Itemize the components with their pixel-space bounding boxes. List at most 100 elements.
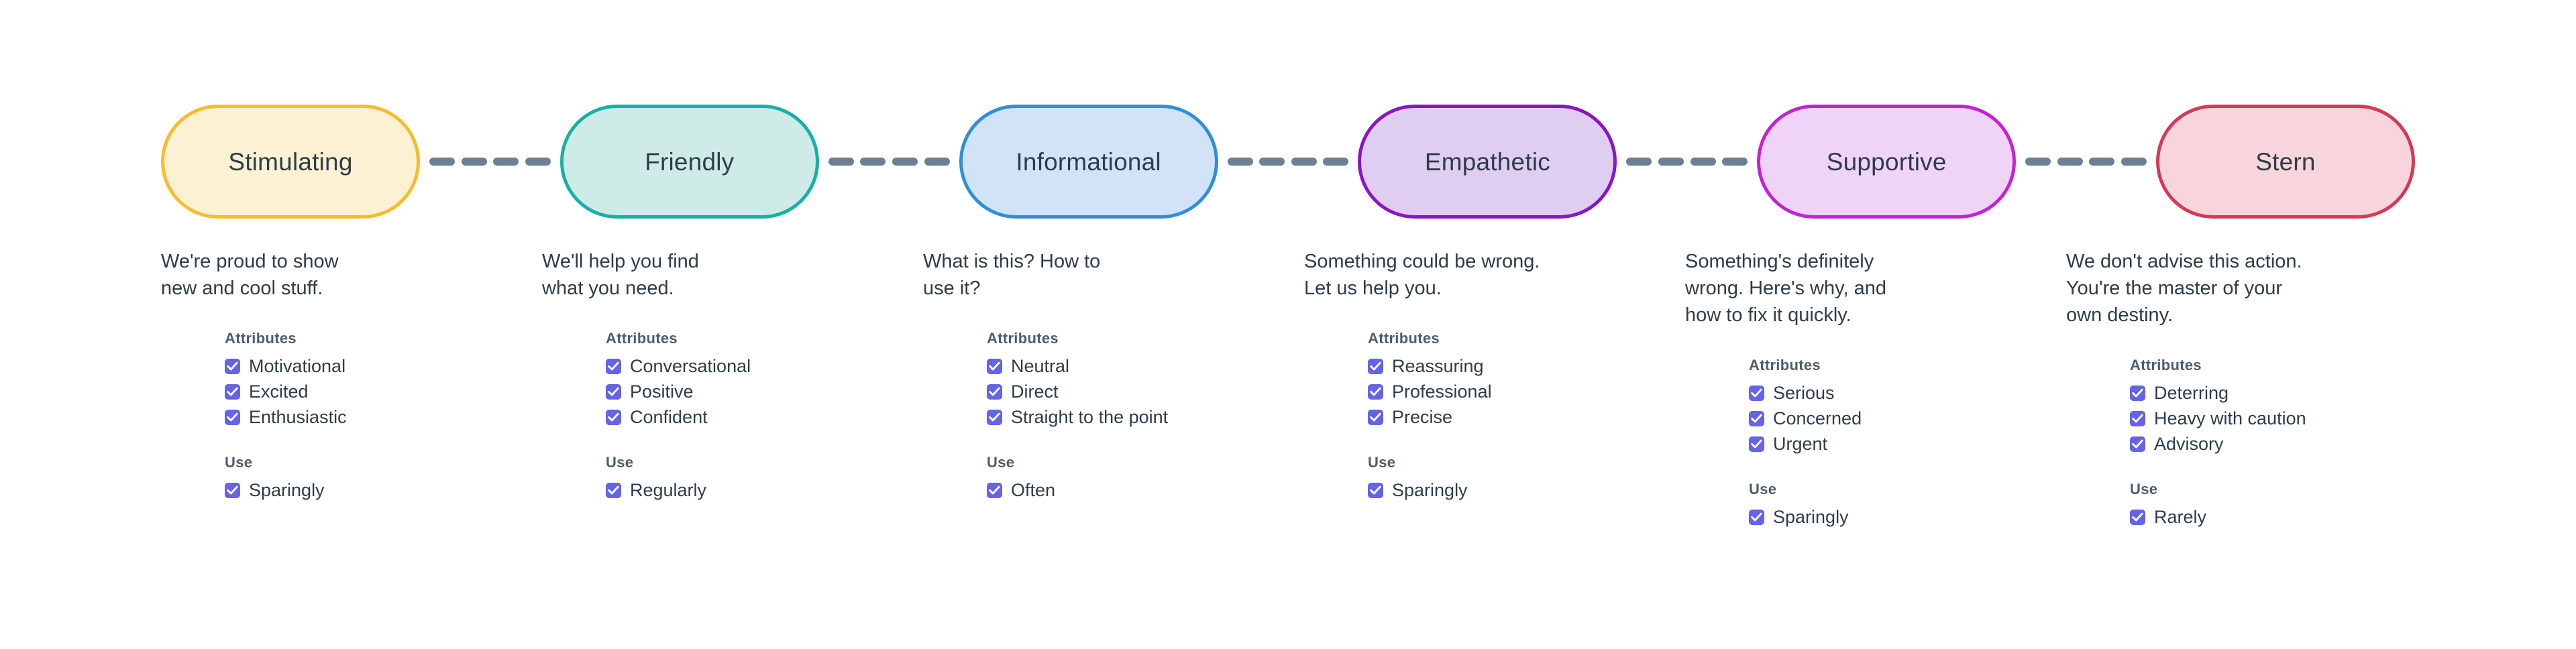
tone-pill-empathetic[interactable]: Empathetic [1358,105,1617,219]
checklist-item[interactable]: Excited [225,379,537,404]
checklist-item[interactable]: Regularly [606,477,918,503]
tone-pill-row: Stimulating Friendly Informational Empathet… [161,104,2415,219]
dash-segment [2121,158,2147,166]
checkmark-icon[interactable] [1749,509,1764,525]
checklist-item-label: Rarely [2154,506,2207,527]
checklist-item-label: Precise [1392,406,1453,427]
dash-segment [1722,158,1748,166]
checkmark-icon[interactable] [225,409,240,425]
checkmark-icon[interactable] [987,384,1002,400]
checklist-item[interactable]: Precise [1368,404,1680,430]
checkmark-icon[interactable] [1368,358,1383,374]
checkmark-icon[interactable] [1749,410,1764,426]
dash-segment [860,158,886,166]
checklist-item[interactable]: Direct [987,379,1299,404]
checklist-item-label: Advisory [2154,433,2224,454]
checklist-item[interactable]: Conversational [606,353,918,379]
checklist-item[interactable]: Straight to the point [987,404,1299,430]
checklist-heading-use: Use [1749,481,1777,497]
tone-pill-informational[interactable]: Informational [959,105,1218,219]
tone-pill-stimulating[interactable]: Stimulating [161,105,420,219]
checkmark-icon[interactable] [1368,384,1383,400]
checkmark-icon[interactable] [2130,436,2145,452]
checkmark-icon[interactable] [606,409,621,425]
checklist-item[interactable]: Positive [606,379,918,404]
checklist-item[interactable]: Concerned [1749,406,2061,431]
tone-pill-stern[interactable]: Stern [2155,105,2415,219]
checklist-item[interactable]: Advisory [2130,431,2442,457]
checklist-item-label: Deterring [2154,382,2229,403]
checklist-item[interactable]: Rarely [2130,504,2442,530]
checklist-item[interactable]: Serious [1749,380,2061,406]
tone-pill-supportive[interactable]: Supportive [1757,105,2017,219]
checklist-item[interactable]: Deterring [2130,380,2442,406]
checklist-item[interactable]: Professional [1368,379,1680,404]
tone-caption: We'll help you find what you need. [542,251,699,299]
tone-detail-columns: We're proud to show new and cool stuff.A… [0,248,2576,624]
tone-pill-label: Supportive [1826,148,1947,176]
checklist-item[interactable]: Sparingly [225,477,537,503]
checkmark-icon[interactable] [987,482,1002,498]
checkmark-icon[interactable] [987,358,1002,374]
checklist-item[interactable]: Sparingly [1749,504,2061,530]
checklist-item[interactable]: Reassuring [1368,353,1680,379]
dash-segment [2089,158,2115,166]
checkmark-icon[interactable] [2130,509,2145,525]
dash-segment [1323,158,1349,166]
checklist-item[interactable]: Often [987,477,1299,503]
checkmark-icon[interactable] [987,409,1002,425]
checklist-item[interactable]: Enthusiastic [225,404,537,430]
dash-segment [892,158,918,166]
checkmark-icon[interactable] [606,384,621,400]
checkmark-icon[interactable] [1368,482,1383,498]
dash-segment [828,158,854,166]
tone-pill-friendly[interactable]: Friendly [559,105,819,219]
checklist-heading-attributes: Attributes [987,330,1059,347]
checklist-item[interactable]: Urgent [1749,431,2061,457]
checklist-heading-use: Use [1368,454,1396,471]
dash-segment [1227,158,1253,166]
checkmark-icon[interactable] [2130,410,2145,426]
checkmark-icon[interactable] [606,482,621,498]
checkmark-icon[interactable] [606,358,621,374]
dashed-line-icon [828,158,950,166]
dashed-line-icon [2025,158,2147,166]
checklist-item[interactable]: Heavy with caution [2130,406,2442,431]
checklist-item[interactable]: Motivational [225,353,537,379]
checkmark-icon[interactable] [1749,385,1764,401]
dash-segment [2057,158,2083,166]
checkmark-icon[interactable] [1368,409,1383,425]
tone-column-friendly: We'll help you find what you need.Attrib… [542,248,918,503]
checklist-item[interactable]: Neutral [987,353,1299,379]
checkmark-icon[interactable] [2130,385,2145,401]
checklist-item[interactable]: Sparingly [1368,477,1680,503]
tone-caption: Something could be wrong. Let us help yo… [1304,251,1540,299]
checklist-item-label: Neutral [1011,355,1070,376]
dash-segment [924,158,950,166]
checklist-item[interactable]: Confident [606,404,918,430]
tone-column-stimulating: We're proud to show new and cool stuff.A… [161,248,537,503]
tone-pill-label: Stern [2255,148,2316,176]
checklist-heading-use: Use [987,454,1015,471]
checklist-heading-attributes: Attributes [2130,357,2202,373]
checkmark-icon[interactable] [1749,436,1764,452]
tone-column-supportive: Something's definitely wrong. Here's why… [1685,248,2061,530]
dash-segment [1626,158,1652,166]
checklist-item-label: Heavy with caution [2154,408,2306,428]
checklist-item-label: Sparingly [1773,506,1849,527]
checkmark-icon[interactable] [225,358,240,374]
checklist-heading-attributes: Attributes [225,330,297,347]
tone-column-stern: We don't advise this action. You're the … [2066,248,2442,530]
dash-segment [493,158,519,166]
checkmark-icon[interactable] [225,482,240,498]
checkmark-icon[interactable] [225,384,240,400]
